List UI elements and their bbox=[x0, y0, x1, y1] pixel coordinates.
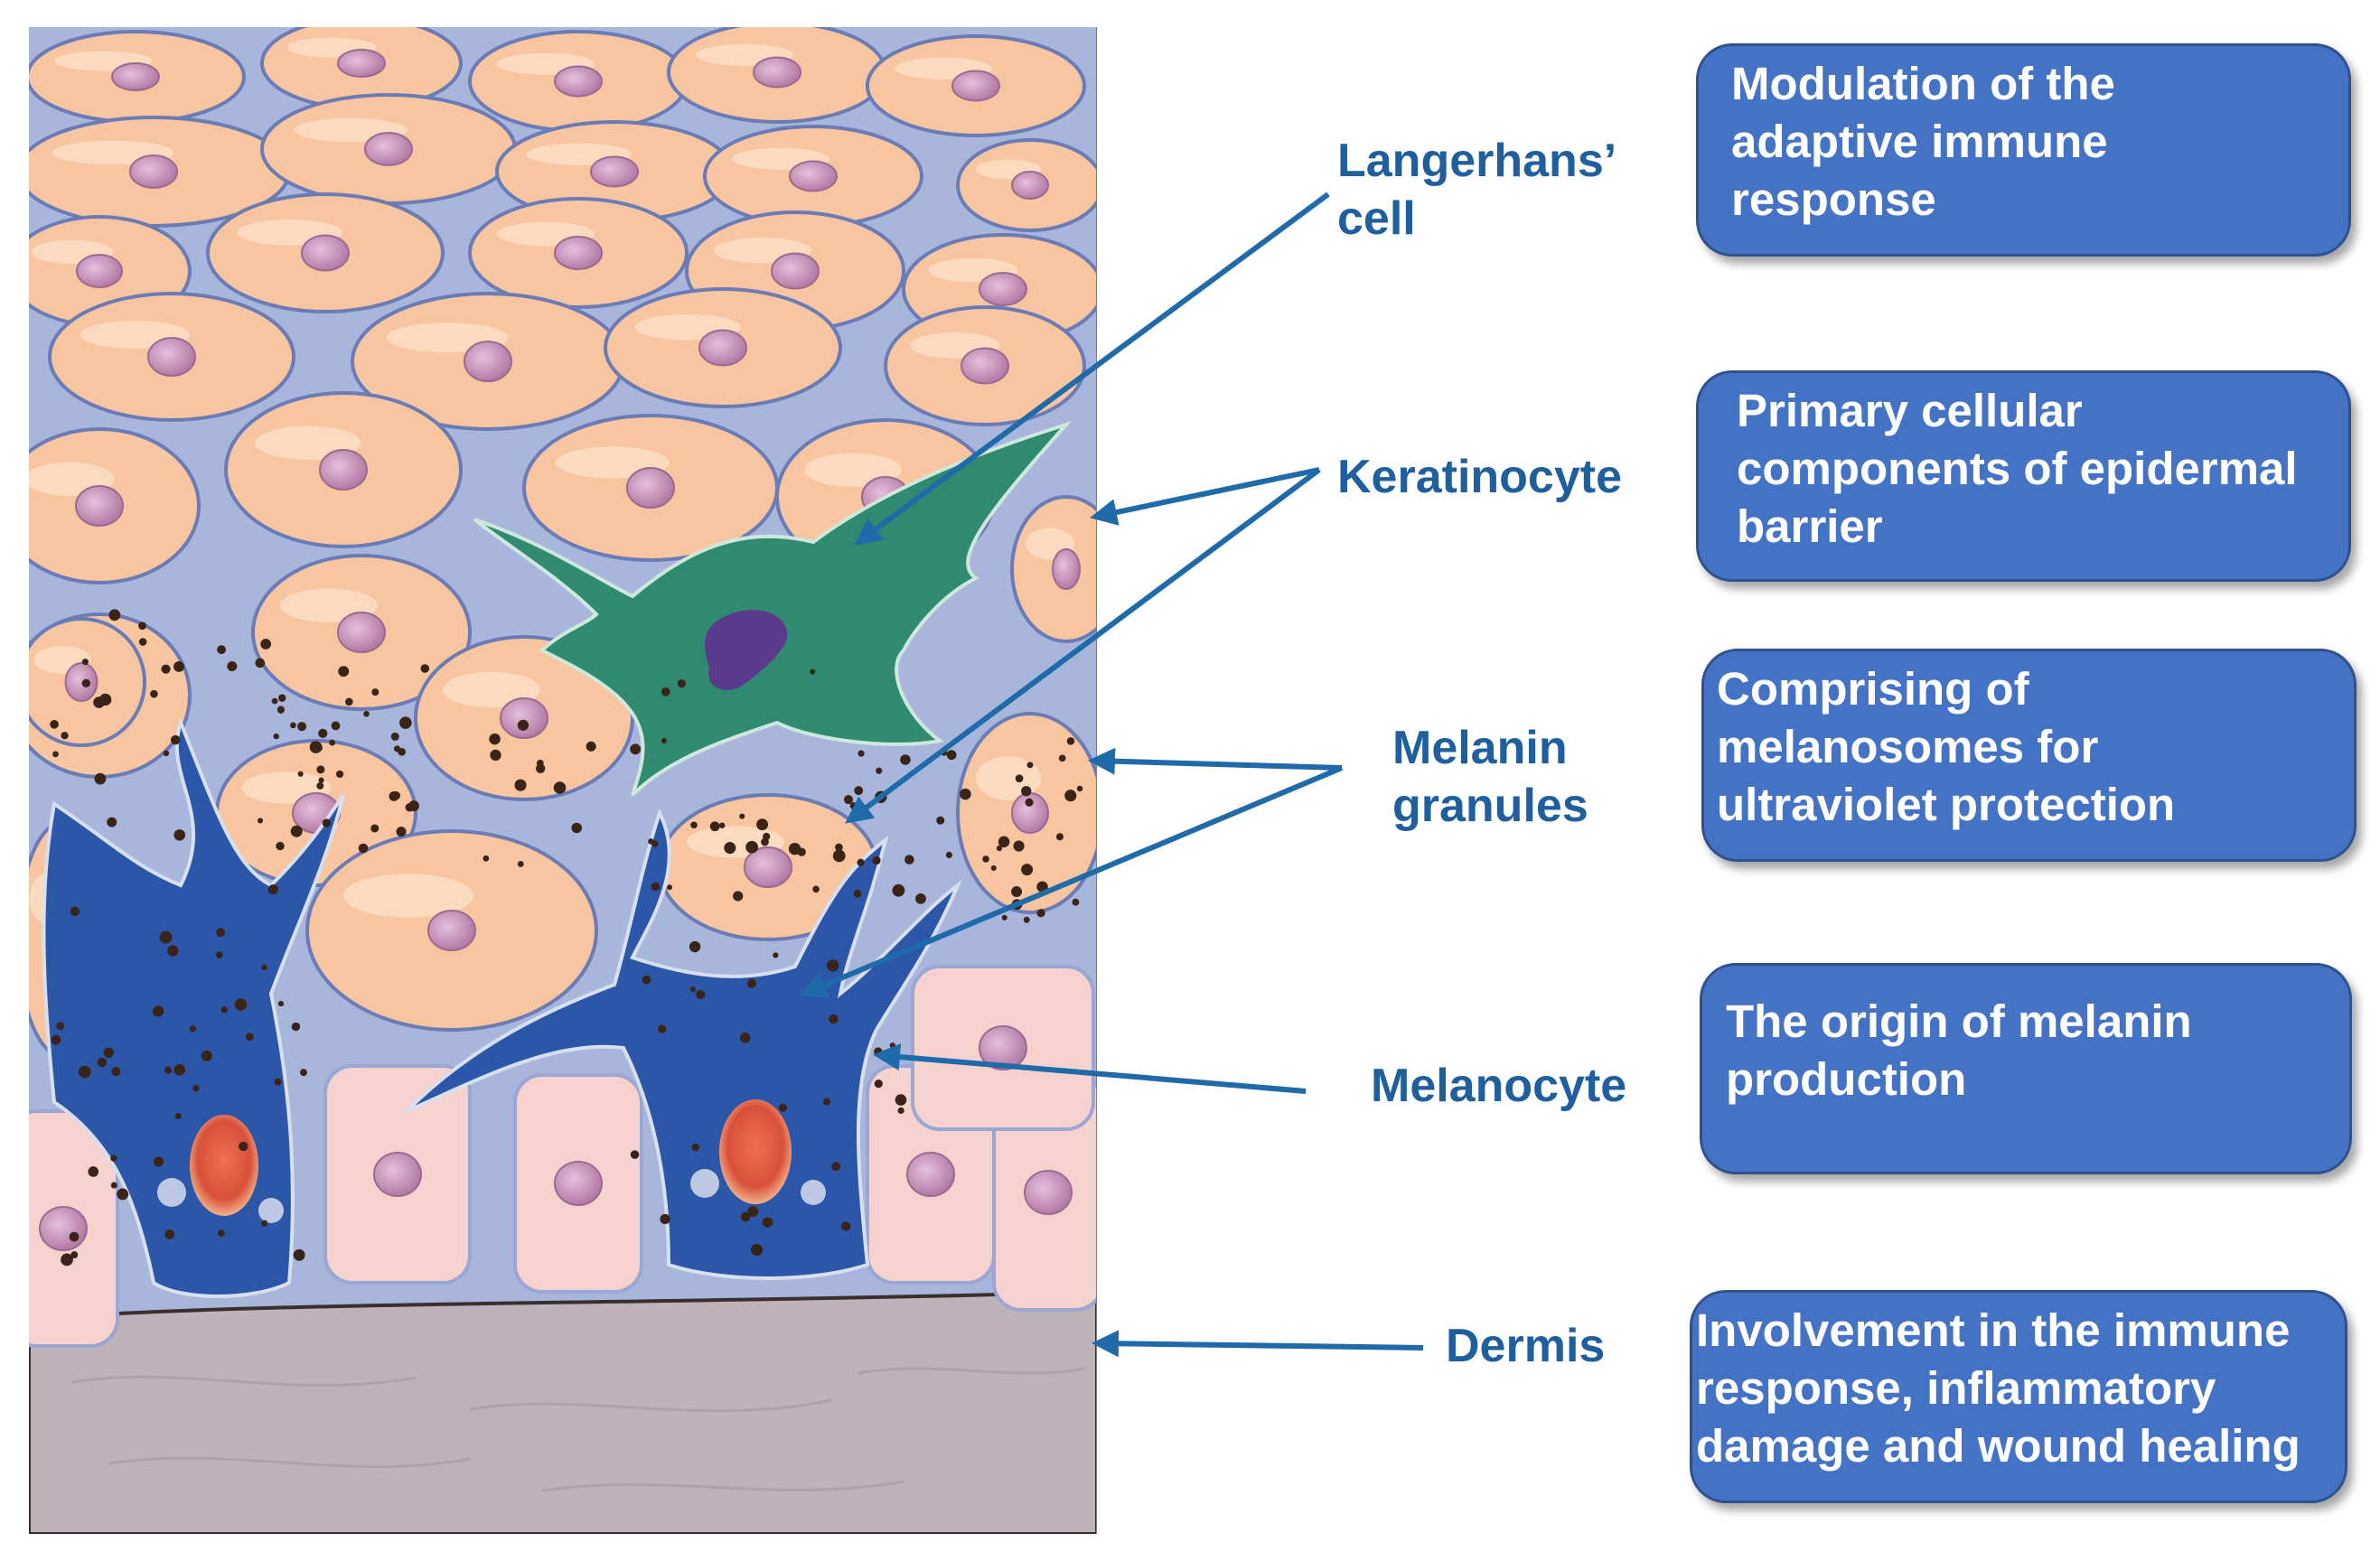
pointer-arrows bbox=[799, 192, 1424, 1358]
keratinocyte-label: Keratinocyte bbox=[1337, 451, 1622, 503]
epidermis-panel bbox=[29, 27, 1097, 1534]
dermis-description-box: Involvement in the immune response, infl… bbox=[1690, 1290, 2347, 1503]
melanin-arrow-2 bbox=[799, 765, 1344, 998]
melanocyte-label: Melanocyte bbox=[1371, 1060, 1627, 1112]
dermis-arrow bbox=[1092, 1330, 1424, 1358]
melanin-granules-dots bbox=[50, 609, 1083, 1267]
langerhans-description-box: Modulation of the adaptive immune respon… bbox=[1696, 43, 2351, 257]
melanocyte-description-box: The origin of melanin production bbox=[1700, 963, 2352, 1174]
keratinocyte-arrow-1 bbox=[1090, 467, 1320, 526]
keratinocyte-arrow-2 bbox=[845, 467, 1321, 824]
dermis-label: Dermis bbox=[1446, 1320, 1606, 1372]
langerhans-arrow bbox=[854, 192, 1330, 546]
melanocyte-cells bbox=[42, 717, 962, 1298]
melanin-description-box: Comprising of melanosomes for ultraviole… bbox=[1701, 649, 2357, 862]
melanin-granules-label: Melanin granules bbox=[1392, 722, 1588, 832]
melanin-arrow-1 bbox=[1088, 747, 1343, 775]
langerhans-cell-label: Langerhans’ cell bbox=[1337, 135, 1617, 245]
basal-cells bbox=[29, 965, 1097, 1348]
keratinocyte-description-box: Primary cellular components of epidermal… bbox=[1696, 370, 2351, 582]
melanocyte-arrow bbox=[873, 1043, 1307, 1094]
dermis-layer bbox=[29, 1289, 1097, 1534]
langerhans-cell bbox=[473, 420, 1073, 797]
